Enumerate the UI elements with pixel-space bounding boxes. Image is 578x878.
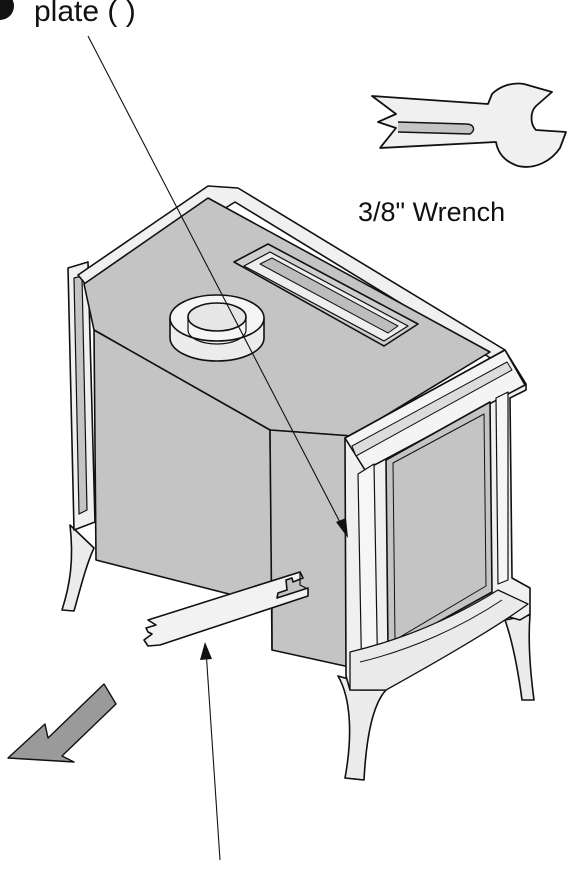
slide-plate-notch: [299, 572, 307, 589]
wrench-size-label: 3/8" Wrench: [358, 197, 506, 227]
step-badge: [0, 0, 14, 20]
front-face: [269, 429, 355, 669]
slide-plate: [143, 571, 309, 647]
top-vent: [233, 243, 419, 347]
wrench-icon: [371, 82, 567, 168]
callout-leaders: [87, 35, 348, 861]
right-side-frame: [344, 349, 531, 691]
pull-direction-arrow: [7, 683, 117, 763]
header-caption: plate ( ): [34, 0, 136, 28]
flue-collar: [169, 294, 265, 362]
stove-legs: [61, 524, 535, 781]
